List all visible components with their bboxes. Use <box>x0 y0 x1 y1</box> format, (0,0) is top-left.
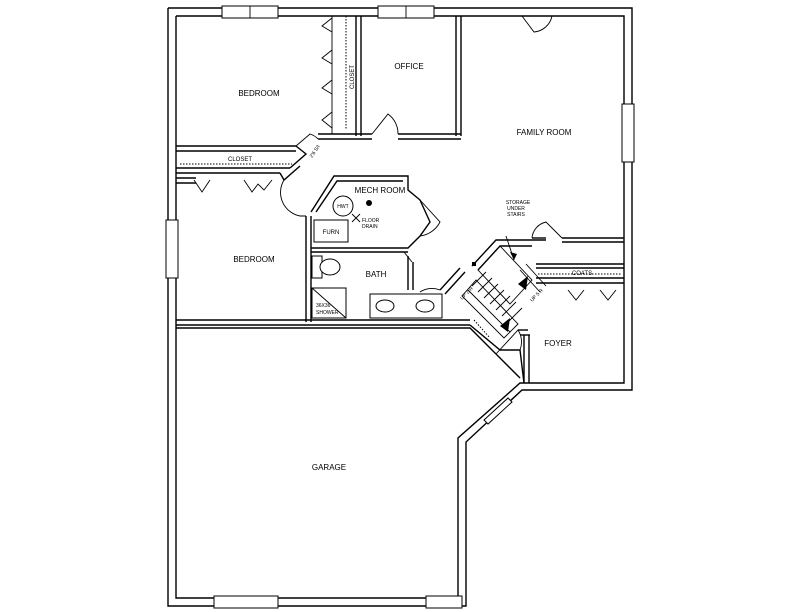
floor-drain-symbol <box>366 200 372 206</box>
label-stair-up-2: UP 5 R <box>529 288 545 304</box>
sink-left <box>375 299 395 313</box>
label-bedroom-1: BEDROOM <box>238 89 280 98</box>
label-furn: FURN <box>323 230 340 236</box>
label-hwt: HWT <box>337 204 348 210</box>
fixtures <box>311 195 443 319</box>
room-labels: BEDROOM OFFICE FAMILY ROOM BEDROOM MECH … <box>233 62 572 472</box>
label-family-room: FAMILY ROOM <box>517 128 572 137</box>
label-door-width: 2'6 S/I <box>309 144 322 159</box>
label-floor-drain-2: DRAIN <box>362 224 378 230</box>
windows <box>165 5 635 609</box>
label-shower-2: SHOWER <box>316 310 339 316</box>
label-garage: GARAGE <box>312 463 346 472</box>
bifold-doors <box>193 17 617 301</box>
label-floor-drain-1: FLOOR <box>362 218 380 224</box>
stairs <box>461 235 547 339</box>
label-stair-up-1: UP 2 R <box>459 286 475 302</box>
label-shower-1: 36X36 <box>316 303 331 309</box>
label-coats: COATS <box>572 271 592 277</box>
interior-walls <box>176 16 624 384</box>
label-bath: BATH <box>366 270 387 279</box>
closets <box>180 16 622 339</box>
label-office: OFFICE <box>394 62 423 71</box>
water-heater <box>332 195 354 217</box>
label-closet-vertical: CLOSET <box>350 65 356 89</box>
sink-right <box>415 299 435 313</box>
furnace <box>313 219 349 243</box>
label-foyer: FOYER <box>544 339 572 348</box>
label-mech-room: MECH ROOM <box>355 186 406 195</box>
label-storage-1: STORAGE <box>506 200 531 206</box>
doors <box>280 15 563 355</box>
label-bedroom-2: BEDROOM <box>233 255 275 264</box>
toilet-bowl <box>319 258 341 276</box>
label-storage-3: STAIRS <box>507 212 525 218</box>
label-closet-horizontal: CLOSET <box>228 157 252 163</box>
label-storage-2: UNDER <box>507 206 525 212</box>
